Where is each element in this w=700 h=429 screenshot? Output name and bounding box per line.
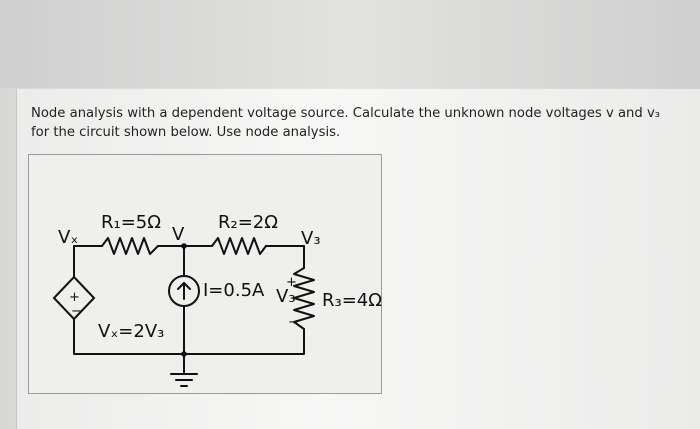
- bottom-loop-wire: [73, 318, 305, 355]
- r1-label: R₁=5Ω: [101, 212, 161, 233]
- resistor-r2-symbol: [211, 237, 267, 255]
- problem-statement: Node analysis with a dependent voltage s…: [31, 106, 661, 140]
- dependent-source-plus-sign: +: [69, 290, 80, 305]
- node-vx-label: Vₓ: [58, 227, 78, 248]
- node-v-dot: [181, 243, 187, 249]
- right-top-wire: [265, 245, 305, 269]
- top-blurred-area: [0, 0, 700, 88]
- v3-voltage-label: V₃: [276, 286, 296, 307]
- v3-minus-sign: −: [288, 315, 299, 330]
- current-source: [168, 275, 200, 307]
- v3-plus-sign: +: [286, 275, 297, 290]
- dependent-voltage-source: [52, 275, 96, 321]
- current-source-label: I=0.5A: [203, 280, 265, 301]
- r3-label: R₃=4Ω: [322, 290, 382, 311]
- node-v3-label: V₃: [301, 228, 321, 249]
- circuit-wires: [73, 245, 305, 375]
- dependent-source-minus-sign: −: [71, 304, 82, 319]
- resistor-r1-symbol: [101, 237, 159, 255]
- resistor-r3-symbol: [293, 267, 315, 330]
- dependent-source-label: Vₓ=2V₃: [98, 321, 164, 342]
- ground-icon: [170, 373, 198, 387]
- node-v-label: V: [172, 224, 185, 245]
- ground-node-dot: [181, 351, 187, 357]
- r2-label: R₂=2Ω: [218, 212, 278, 233]
